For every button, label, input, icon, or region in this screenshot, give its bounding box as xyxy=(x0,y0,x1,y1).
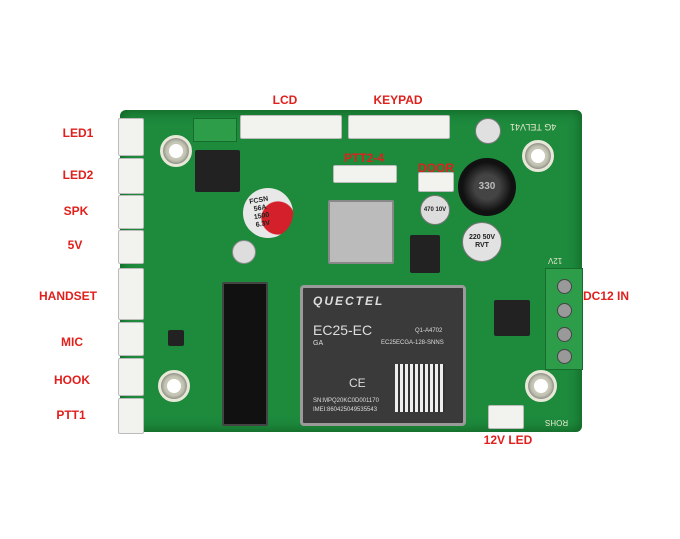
label-ptt1: PTT1 xyxy=(56,408,86,422)
ic-chip xyxy=(168,330,184,346)
terminal-dc12-in xyxy=(545,268,583,370)
mounting-hole xyxy=(525,370,557,402)
mounting-hole xyxy=(522,140,554,172)
capacitor-1500uf xyxy=(243,188,293,238)
label-ptt2-4: PTT2-4 xyxy=(343,151,385,165)
ce-mark: CE xyxy=(349,376,366,390)
connector-lcd xyxy=(240,115,342,139)
module-model: EC25-EC xyxy=(313,322,373,338)
connector-ptt1 xyxy=(118,398,144,434)
sim-card-slot xyxy=(328,200,394,264)
module-variant: GA xyxy=(313,340,324,347)
connector-mic xyxy=(118,322,144,356)
label-handset: HANDSET xyxy=(38,289,98,303)
terminal-block-top xyxy=(193,118,237,142)
connector-5v xyxy=(118,230,144,264)
label-5v: 5V xyxy=(67,238,83,252)
label-lcd: LCD xyxy=(272,93,298,107)
label-hook: HOOK xyxy=(54,373,90,387)
screw xyxy=(557,327,572,342)
capacitor-small xyxy=(232,240,256,264)
label-spk: SPK xyxy=(63,204,89,218)
connector-keypad xyxy=(348,115,450,139)
mini-pcie-slot xyxy=(222,282,268,426)
screw xyxy=(557,303,572,318)
power-label-text: 12V xyxy=(548,256,563,265)
label-12v-led: 12V LED xyxy=(483,433,533,447)
module-code2: EC25ECGA-128-SNNS xyxy=(381,340,444,346)
board-id-text: 4G TELV41 xyxy=(510,122,557,132)
connector-ptt2-4 xyxy=(333,165,397,183)
qr-code xyxy=(395,364,445,412)
connector-led2 xyxy=(118,158,144,194)
connector-spk xyxy=(118,195,144,229)
capacitor-470uf xyxy=(420,195,450,225)
screw xyxy=(557,349,572,364)
module-sn: SN:MPQ20KC0D001170 xyxy=(313,398,379,404)
regulator-chip xyxy=(410,235,440,273)
capacitor-470uf-marking: 470 10V xyxy=(423,206,447,213)
connector-door xyxy=(418,172,454,192)
mounting-hole xyxy=(160,135,192,167)
rohs-text: ROHS xyxy=(545,418,569,427)
label-led2: LED2 xyxy=(62,168,94,182)
label-door: DOOR xyxy=(418,161,454,175)
connector-12v-led xyxy=(488,405,524,429)
power-mosfet xyxy=(494,300,530,336)
screw xyxy=(557,279,572,294)
connector-led1 xyxy=(118,118,144,156)
inductor-marking: 330 xyxy=(478,181,496,192)
mounting-hole xyxy=(158,370,190,402)
capacitor-220uf-marking: 220 50V RVT xyxy=(468,234,496,249)
capacitor-220uf xyxy=(462,222,502,262)
capacitor-top xyxy=(475,118,501,144)
connector-handset xyxy=(118,268,144,320)
label-mic: MIC xyxy=(61,335,83,349)
label-dc12-in: DC12 IN xyxy=(582,289,630,303)
inductor-330 xyxy=(458,158,516,216)
module-brand: QUECTEL xyxy=(313,294,385,308)
connector-hook xyxy=(118,358,144,396)
module-code1: Q1-A4702 xyxy=(415,328,443,334)
relay xyxy=(195,150,240,192)
lte-module: QUECTEL EC25-EC GA Q1-A4702 EC25ECGA-128… xyxy=(300,285,466,426)
module-imei: IMEI:860425049535543 xyxy=(313,407,378,413)
label-led1: LED1 xyxy=(62,126,94,140)
label-keypad: KEYPAD xyxy=(373,93,423,107)
